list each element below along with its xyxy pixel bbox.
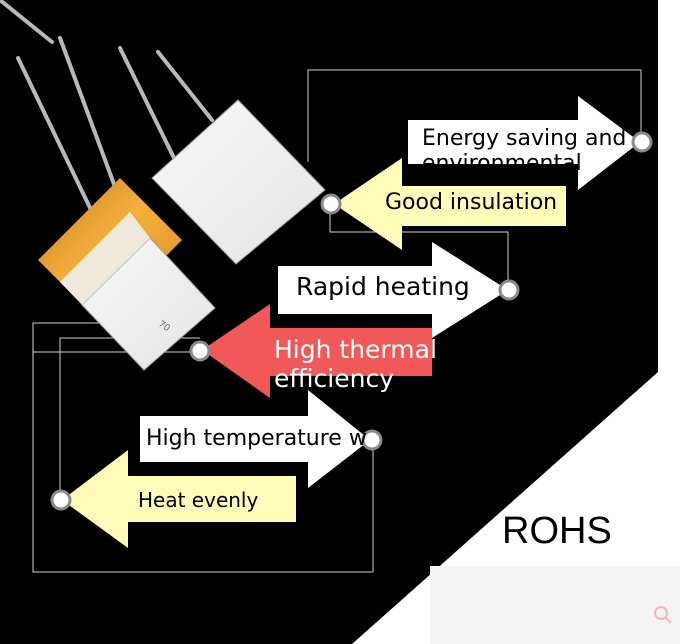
label-high-thermal: High thermal efficiency [274, 335, 437, 393]
label-high-temperature: High temperature w [146, 426, 367, 451]
connector-dots [50, 131, 653, 511]
outline-frames [32, 69, 642, 573]
search-icon [654, 606, 672, 624]
arrow-high-temperature [140, 390, 370, 488]
label-heat-evenly: Heat evenly [138, 489, 259, 512]
arrow-energy-saving [408, 96, 640, 190]
ceramic-plate-front [81, 237, 216, 371]
ceramic-plate-rear [151, 99, 326, 265]
arrow-heat-evenly [62, 450, 296, 548]
arrow-good-insulation [334, 158, 566, 250]
arrow-high-thermal [202, 304, 432, 398]
arrow-rapid-heating [278, 242, 508, 338]
label-good-insulation: Good insulation [385, 190, 558, 215]
lead-wires [0, 0, 214, 214]
label-rapid-heating: Rapid heating [296, 273, 470, 301]
label-energy-saving: Energy saving and environmental [422, 126, 627, 177]
label-rohs: ROHS [502, 510, 612, 552]
